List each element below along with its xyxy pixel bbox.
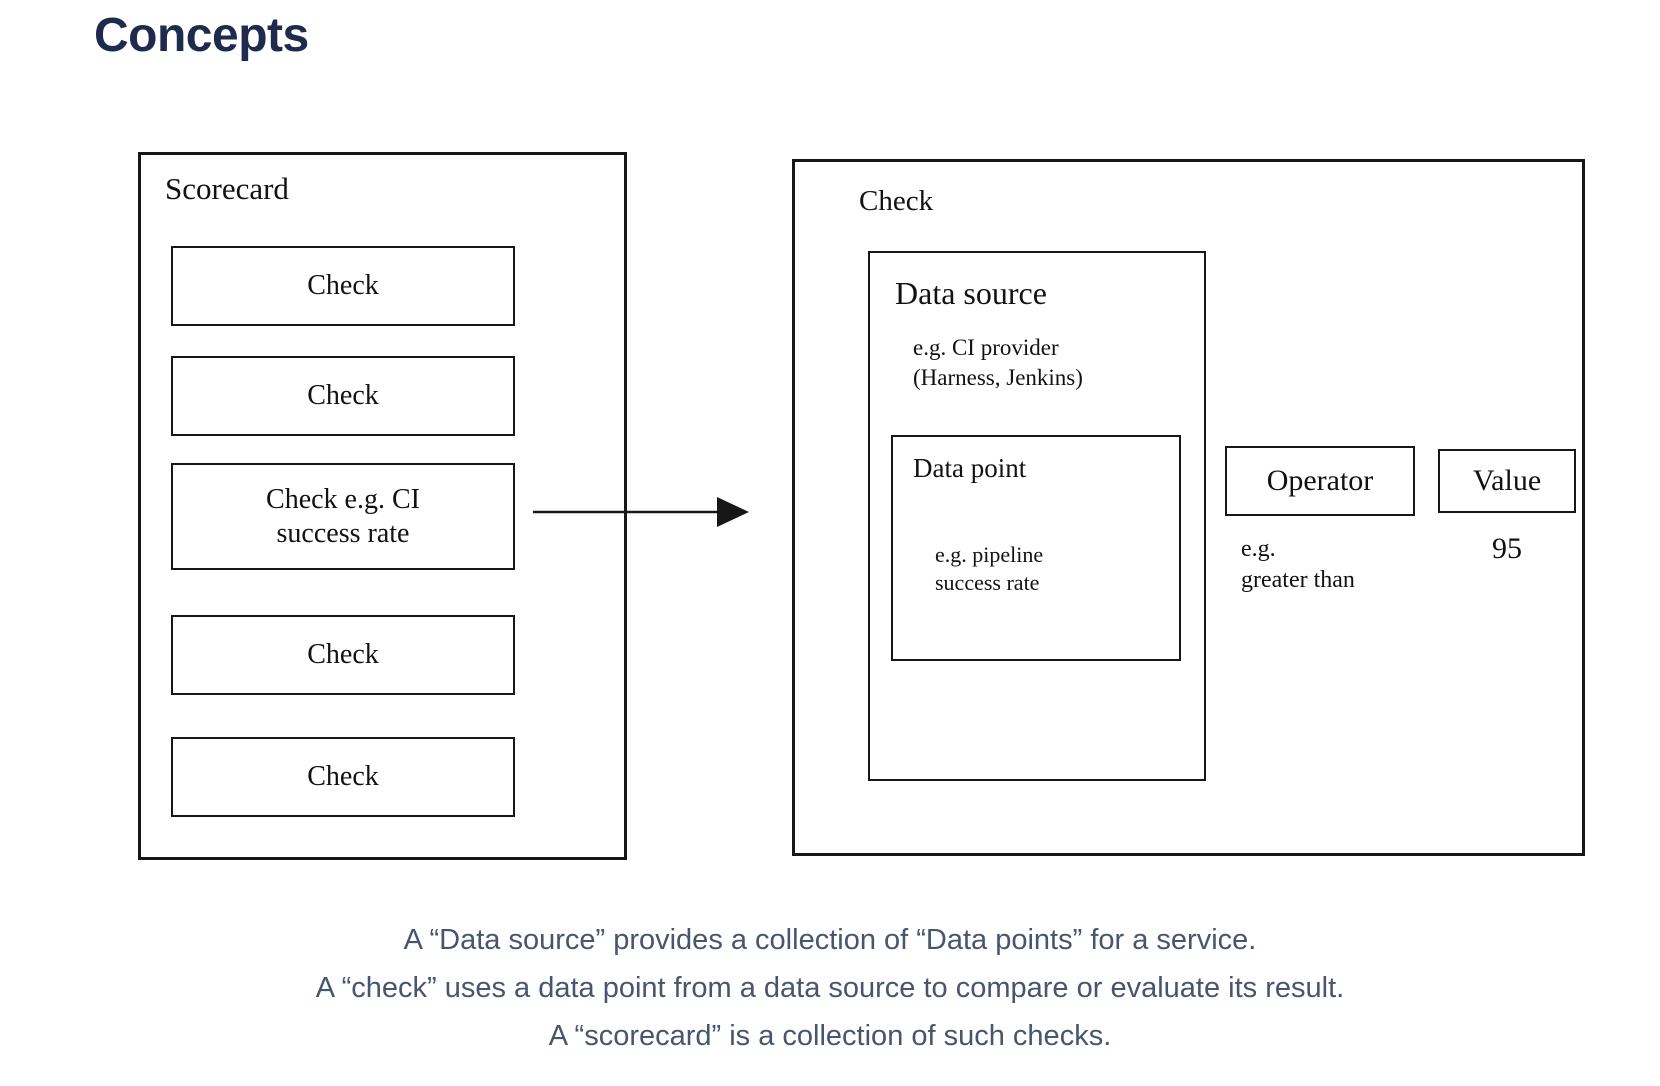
check-item-label: Check bbox=[307, 639, 379, 670]
data-point-label: Data point bbox=[913, 453, 1027, 483]
scorecard-label: Scorecard bbox=[165, 171, 289, 206]
scorecard-check-item: Check bbox=[171, 615, 515, 695]
caption-line: A “scorecard” is a collection of such ch… bbox=[548, 1020, 1112, 1052]
check-item-label: Check e.g. CI success rate bbox=[266, 483, 420, 549]
value-example: 95 bbox=[1492, 532, 1522, 565]
page-title: Concepts bbox=[94, 9, 309, 62]
check-item-label: Check bbox=[307, 761, 379, 792]
caption-line: A “Data source” provides a collection of… bbox=[403, 924, 1257, 956]
operator-box: Operator bbox=[1225, 446, 1415, 516]
flow-arrow-icon bbox=[533, 497, 749, 527]
caption-line: A “check” uses a data point from a data … bbox=[315, 972, 1345, 1004]
scorecard-check-item: Check bbox=[171, 246, 515, 326]
data-point-example: e.g. pipeline success rate bbox=[935, 542, 1044, 595]
value-box: Value bbox=[1438, 449, 1576, 513]
scorecard-box: Scorecard Check Check Check e.g. CI succ… bbox=[138, 152, 627, 860]
scorecard-check-item: Check bbox=[171, 356, 515, 436]
data-source-example: e.g. CI provider (Harness, Jenkins) bbox=[913, 335, 1083, 390]
caption: A “Data source” provides a collection of… bbox=[0, 916, 1660, 1060]
scorecard-check-item-ci-success-rate: Check e.g. CI success rate bbox=[171, 463, 515, 570]
check-detail-box: Check Data source e.g. CI provider (Harn… bbox=[792, 159, 1585, 856]
check-item-label: Check bbox=[307, 380, 379, 411]
check-item-label: Check bbox=[307, 270, 379, 301]
data-point-box: Data point e.g. pipeline success rate bbox=[891, 435, 1181, 661]
arrowhead-icon bbox=[717, 497, 749, 527]
data-source-box: Data source e.g. CI provider (Harness, J… bbox=[868, 251, 1206, 781]
value-label: Value bbox=[1472, 464, 1542, 497]
operator-label: Operator bbox=[1266, 464, 1374, 497]
data-source-label: Data source bbox=[895, 275, 1047, 311]
operator-example: e.g. greater than bbox=[1241, 536, 1355, 593]
scorecard-check-item: Check bbox=[171, 737, 515, 817]
check-detail-label: Check bbox=[859, 185, 934, 217]
